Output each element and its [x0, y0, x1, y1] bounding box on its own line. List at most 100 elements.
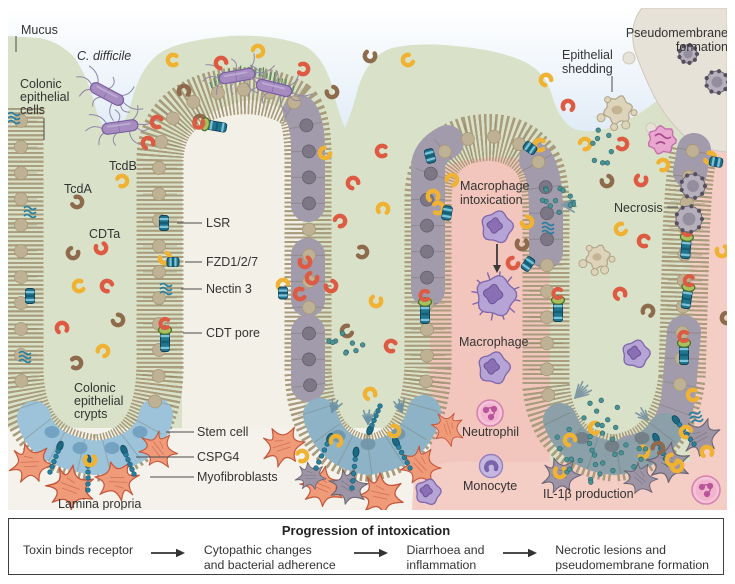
- lsr-label: LSR: [206, 216, 230, 230]
- tcda-toxin: [650, 440, 666, 456]
- tcdb-toxin: [699, 444, 715, 459]
- tcdb-toxin: [71, 278, 86, 294]
- progression-arrow-icon: [350, 546, 392, 564]
- myofibroblast: [8, 443, 54, 483]
- toxin-receptor: [522, 141, 538, 155]
- cdta-label: CDTa: [89, 227, 120, 241]
- pseudomembrane-blob: [622, 51, 636, 65]
- svg-text:shedding: shedding: [562, 62, 613, 76]
- cspg4-label: CSPG4: [197, 450, 239, 464]
- myofibroblast: [94, 461, 140, 502]
- step-necrotic-lesions: Necrotic lesions and pseudomembrane form…: [555, 543, 709, 572]
- nectin3-receptor: [159, 282, 173, 296]
- tcdb-toxin: [375, 201, 391, 215]
- fzd-label: FZD1/2/7: [206, 255, 258, 269]
- cdta-toxin: [345, 175, 361, 191]
- cdta-toxin: [304, 270, 320, 286]
- progression-title: Progression of intoxication: [281, 523, 451, 538]
- adherent-c-difficile-bacterium: [240, 64, 314, 113]
- cdt-pore-receptor: [550, 286, 566, 322]
- lsr-receptor: [159, 215, 169, 231]
- nectin3-receptor: [541, 221, 555, 235]
- tcdb-toxin: [519, 214, 535, 230]
- toxin-receptor: [520, 256, 536, 272]
- degraded-cell: [647, 124, 678, 155]
- il1b-molecules: [326, 127, 649, 485]
- leader-lines: [15, 36, 678, 478]
- tcdb-label: TcdB: [109, 159, 137, 173]
- toxin-receptor: [708, 156, 724, 168]
- cdta-toxin: [296, 61, 311, 77]
- svg-text:Colonic: Colonic: [74, 381, 116, 395]
- neutrophil-cell: [691, 475, 721, 505]
- tcda-toxin: [514, 238, 530, 252]
- cdta-toxin: [633, 173, 649, 188]
- adherent-c-difficile-bacterium: [202, 53, 276, 95]
- tcdb-toxin: [669, 458, 685, 474]
- frame-right: [727, 0, 735, 512]
- cdta-toxin: [560, 98, 576, 112]
- macrophage-cell: [622, 339, 651, 369]
- tcdb-toxin: [425, 188, 441, 203]
- tcdb-toxin: [685, 387, 700, 403]
- frame-left: [0, 0, 8, 512]
- toxin-receptor: [25, 288, 35, 304]
- svg-text:epithelial: epithelial: [74, 394, 123, 408]
- myofibroblast: [138, 430, 179, 468]
- tcda-toxin: [355, 244, 370, 260]
- step-diarrhoea-inflammation: Diarrhoea and inflammation: [406, 543, 485, 572]
- toxin-receptor: [441, 205, 453, 221]
- cdta-toxin: [612, 286, 628, 301]
- tcda-toxin: [599, 173, 615, 189]
- necrosis-label: Necrosis: [614, 201, 663, 215]
- tcdb-toxin: [317, 145, 333, 161]
- tcdb-toxin: [664, 452, 680, 468]
- tcdb-toxin: [387, 423, 402, 439]
- tcda-label: TcdA: [64, 182, 92, 196]
- toxin-receptor: [680, 288, 693, 310]
- cdta-toxin: [505, 255, 521, 271]
- toxin-receptor: [420, 304, 430, 324]
- inflamed-lamina-propria: [430, 156, 550, 470]
- cdta-toxin: [615, 136, 630, 152]
- tcda-toxin: [640, 303, 656, 318]
- svg-text:epithelial: epithelial: [20, 90, 69, 104]
- progression-of-intoxication-box: Progression of intoxication Toxin binds …: [8, 518, 724, 575]
- tcdb-toxin: [577, 136, 593, 152]
- cdt-pore-receptor: [680, 274, 696, 310]
- progression-arrow-icon: [147, 546, 189, 564]
- intoxication-arrow-icon: [493, 244, 501, 273]
- intoxicated-macrophage-cell: [471, 271, 521, 321]
- progression-steps: Toxin binds receptor Cytopathic changes …: [9, 538, 723, 572]
- nectin3-label: Nectin 3: [206, 282, 252, 296]
- myofibroblast: [45, 464, 94, 511]
- macrophage-intoxication-label: Macrophage intoxication: [460, 179, 530, 207]
- tcdb-toxin: [362, 386, 378, 402]
- cdta-toxin: [93, 241, 109, 256]
- necrotic-cell: [677, 43, 700, 65]
- step-cytopathic-changes: Cytopathic changes and bacterial adheren…: [203, 543, 336, 572]
- tcdb-toxin: [95, 343, 111, 359]
- epithelial-shedding-label: Epithelial shedding: [562, 48, 613, 76]
- tcdb-toxin: [295, 448, 310, 464]
- toxin-receptor: [278, 286, 288, 300]
- c-difficile-label: C. difficile: [77, 49, 131, 63]
- tcda-toxin: [362, 49, 378, 64]
- diagram-decorations: [3, 43, 735, 516]
- tcda-toxin: [324, 84, 340, 100]
- tcdb-toxin: [115, 173, 130, 189]
- myofibroblast: [263, 426, 306, 468]
- c-difficile-bacterium: [84, 104, 159, 146]
- tcdb-toxin: [532, 137, 546, 153]
- toxin-receptor: [423, 148, 437, 164]
- tcdb-toxin: [538, 72, 554, 88]
- toxin-receptor: [160, 332, 170, 352]
- myofibroblast: [430, 412, 464, 447]
- tcdb-toxin: [714, 244, 730, 259]
- cdta-toxin: [140, 135, 156, 151]
- diagram-canvas: Mucus C. difficile Colonic epithelial ce…: [0, 0, 735, 516]
- tcdb-toxin: [400, 52, 416, 68]
- nectin3-receptor: [23, 205, 37, 219]
- cdta-toxin: [292, 286, 307, 302]
- necrotic-cell: [679, 172, 708, 200]
